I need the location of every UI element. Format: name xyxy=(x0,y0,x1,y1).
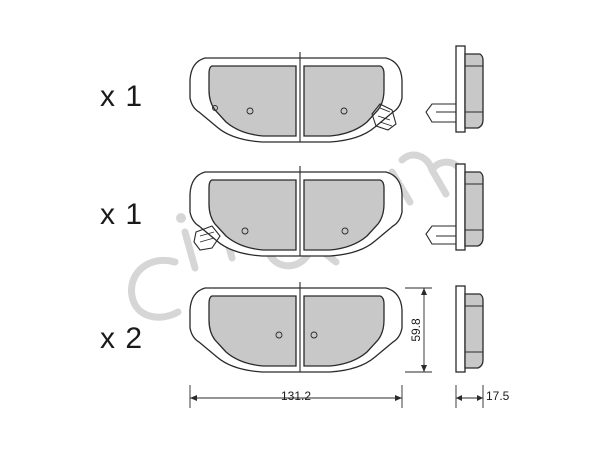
dimension-height-label: 59.8 xyxy=(409,318,423,342)
wear-sensor-2 xyxy=(193,225,221,251)
dimension-width: 131.2 xyxy=(189,385,403,408)
dimension-thickness-label: 17.5 xyxy=(486,389,510,403)
quantity-label-middle: x 1 xyxy=(100,198,144,231)
wear-sensor-1 xyxy=(371,103,397,131)
dimension-width-label: 131.2 xyxy=(281,389,311,403)
brake-pad-1-front xyxy=(189,52,403,143)
quantity-label-bottom: x 2 xyxy=(100,322,144,355)
brake-pad-2-front xyxy=(189,166,403,257)
brake-pad-1-side xyxy=(425,45,484,133)
brake-pad-3-front xyxy=(189,282,403,373)
dimension-height: 59.8 xyxy=(405,287,432,373)
brake-pad-3-side xyxy=(455,285,484,373)
quantity-label-top: x 1 xyxy=(100,80,144,113)
dimension-thickness: 17.5 xyxy=(455,385,510,408)
brake-pad-2-side xyxy=(425,163,484,251)
